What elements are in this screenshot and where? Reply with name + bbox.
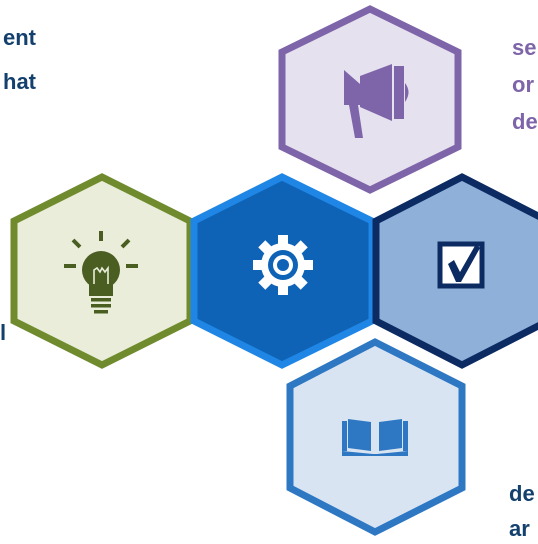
megaphone-icon <box>344 64 409 138</box>
bottom-right-text-line2: ar <box>509 516 530 541</box>
top-right-text-line1: se <box>512 35 537 60</box>
checkbox-icon <box>437 241 485 289</box>
hexagon-megaphone <box>278 5 462 194</box>
top-right-text-line2: or <box>512 72 534 97</box>
left-middle-text: l <box>0 320 7 345</box>
lightbulb-icon <box>64 231 138 314</box>
hexagon-checkbox <box>372 173 538 369</box>
top-left-text-line1: ent <box>3 25 36 50</box>
hexagon-book <box>286 338 466 536</box>
gear-icon <box>253 235 313 295</box>
book-icon <box>342 419 408 456</box>
bottom-right-text-line1: de <box>509 481 535 506</box>
hexagon-lightbulb <box>10 173 194 369</box>
top-left-text-line2: hat <box>3 69 36 94</box>
top-right-text-line3: de <box>512 109 538 134</box>
hexagon-gear <box>190 173 376 369</box>
